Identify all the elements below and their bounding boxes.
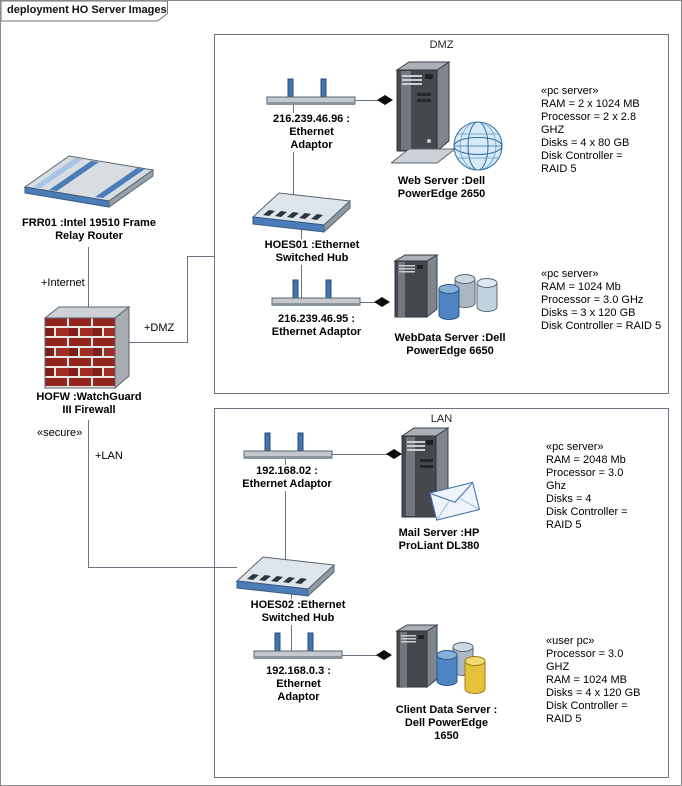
web-server-label: Web Server :Dell PowerEdge 2650 — [374, 175, 509, 201]
router-icon — [23, 155, 155, 208]
webdata-server-node[interactable] — [389, 253, 504, 338]
webdata-server-icon — [393, 254, 498, 320]
dmz-boundary-title: DMZ — [429, 39, 454, 51]
client-data-server-icon — [395, 624, 486, 694]
server-tower-icon — [393, 254, 439, 319]
dmz-edge-label: +DMZ — [144, 322, 175, 334]
lan-boundary-title: LAN — [430, 413, 453, 425]
connector-adaptor1-webserver — [355, 100, 379, 101]
database-cylinder-icon — [438, 284, 460, 320]
firewall-brick-wall-icon — [43, 305, 131, 390]
hub1-node[interactable] — [249, 181, 354, 241]
mail-server-label: Mail Server :HP ProLiant DL380 — [383, 527, 495, 553]
ethernet-adaptor1-node[interactable] — [266, 78, 356, 113]
connector-adaptor4-clientserver — [342, 655, 378, 656]
firewall-label: HOFW :WatchGuard III Firewall — [29, 391, 149, 417]
diagram-frame-tab: deployment HO Server Images — [1, 1, 169, 22]
ethernet-adaptor4-node[interactable] — [253, 632, 343, 667]
composition-diamond-icon — [386, 449, 402, 459]
connector-router-firewall — [88, 247, 89, 307]
connector-firewall-lan-v — [88, 420, 89, 568]
diagram-title: deployment HO Server Images — [7, 4, 167, 16]
connector-adaptor2-webdata — [359, 302, 376, 303]
composition-diamond-icon — [374, 297, 390, 307]
database-cylinder-icon — [454, 274, 476, 308]
router-label: FRR01 :Intel 19510 Frame Relay Router — [11, 217, 167, 243]
ethernet-adaptor2-node[interactable] — [271, 279, 361, 314]
switch-hub-icon — [251, 192, 352, 234]
mail-server-spec: «pc server» RAM = 2048 Mb Processor = 3.… — [546, 441, 628, 531]
ethernet-adaptor-icon — [266, 78, 356, 105]
ethernet-adaptor4-label: 192.168.0.3 : Ethernet Adaptor — [251, 665, 346, 704]
lan-edge-label: +LAN — [95, 450, 123, 462]
server-tower-icon — [395, 61, 451, 153]
globe-icon — [453, 121, 503, 171]
secure-stereotype-label: «secure» — [37, 427, 83, 439]
hub2-label: HOES02 :Ethernet Switched Hub — [242, 599, 354, 625]
connector-firewall-dmz-v — [187, 256, 188, 343]
switch-hub-icon — [235, 556, 336, 598]
connector-adaptor3-mailserver — [332, 454, 388, 455]
connector-firewall-dmz-h1 — [128, 342, 188, 343]
lan-boundary[interactable]: LAN — [214, 408, 669, 778]
ethernet-adaptor2-label: 216.239.46.95 : Ethernet Adaptor — [259, 313, 374, 339]
envelope-icon — [429, 481, 481, 521]
database-cylinder-icon — [476, 278, 498, 312]
web-server-spec: «pc server» RAM = 2 x 1024 MB Processor … — [541, 85, 640, 175]
client-data-server-node[interactable] — [391, 623, 501, 710]
frame-relay-router-node[interactable] — [19, 147, 159, 216]
connector-adaptor3-hub2 — [285, 459, 286, 561]
dmz-boundary[interactable]: DMZ — [214, 34, 669, 394]
connector-firewall-lan-h — [88, 567, 237, 568]
mail-server-icon — [400, 427, 481, 521]
ethernet-adaptor3-label: 192.168.02 : Ethernet Adaptor — [233, 465, 341, 491]
web-server-icon — [389, 61, 503, 171]
client-data-server-label: Client Data Server : Dell PowerEdge 1650 — [379, 704, 514, 743]
internet-edge-label: +Internet — [41, 277, 85, 289]
ethernet-adaptor-icon — [271, 279, 361, 306]
server-tower-icon — [395, 624, 439, 689]
mail-server-node[interactable] — [396, 427, 481, 534]
web-server-node[interactable] — [389, 61, 503, 178]
database-cylinder-icon — [464, 656, 486, 694]
hub1-label: HOES01 :Ethernet Switched Hub — [256, 239, 368, 265]
composition-diamond-icon — [376, 650, 392, 660]
webdata-server-label: WebData Server :Dell PowerEdge 6650 — [379, 332, 521, 358]
frame-tab-shape — [1, 1, 168, 22]
database-cylinder-icon — [436, 650, 458, 686]
ethernet-adaptor3-node[interactable] — [243, 432, 333, 467]
hub2-node[interactable] — [233, 545, 338, 605]
firewall-node[interactable] — [41, 304, 133, 395]
composition-diamond-icon — [377, 95, 393, 105]
client-data-server-spec: «user pc» Processor = 3.0 GHZ RAM = 1024… — [546, 635, 641, 725]
connector-firewall-dmz-h2 — [187, 256, 215, 257]
ethernet-adaptor-icon — [253, 632, 343, 659]
ethernet-adaptor1-label: 216.239.46.96 : Ethernet Adaptor — [259, 113, 364, 152]
webdata-server-spec: «pc server» RAM = 1024 Mb Processor = 3.… — [541, 268, 662, 332]
ethernet-adaptor-icon — [243, 432, 333, 459]
